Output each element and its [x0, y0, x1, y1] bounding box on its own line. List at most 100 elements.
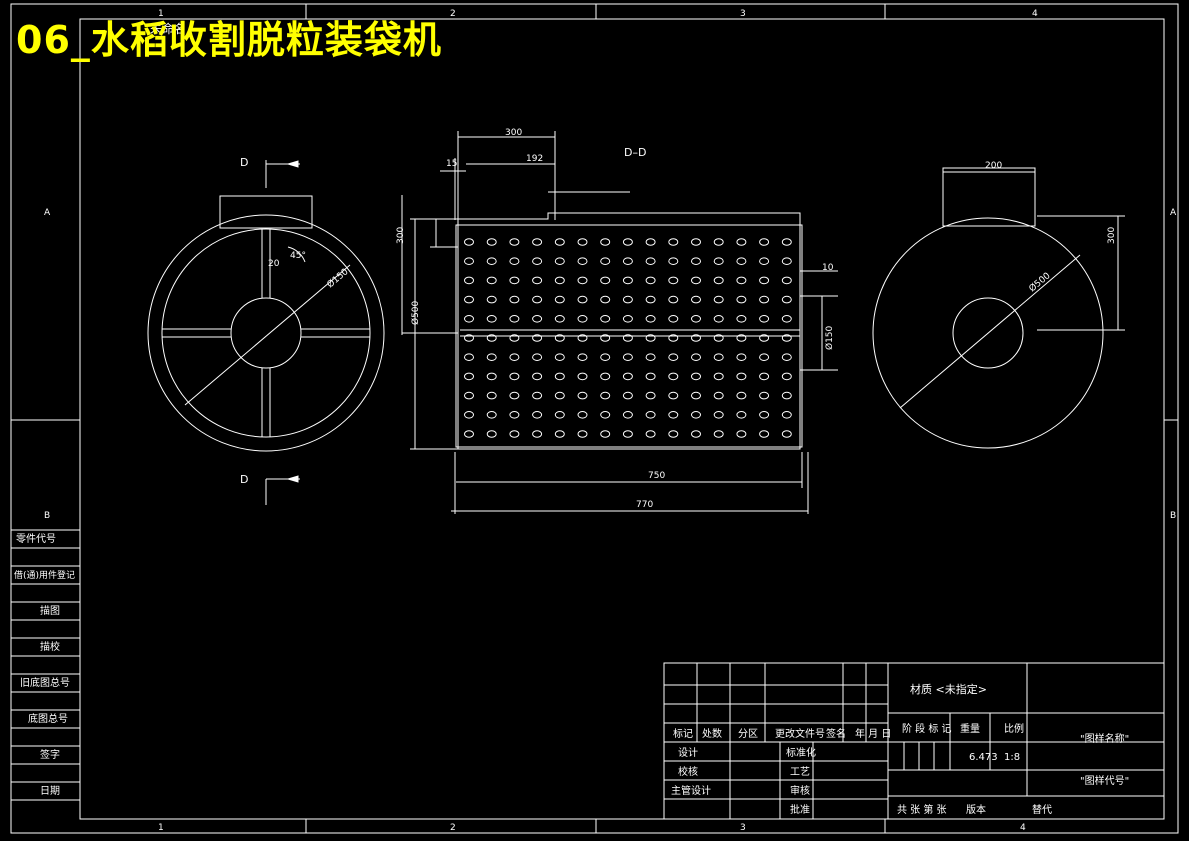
perforation-hole: [509, 372, 520, 381]
column-label-4b: 4: [1020, 823, 1026, 833]
perforation-hole: [577, 353, 588, 362]
dim-length-total: 770: [636, 500, 653, 510]
perforation-hole: [736, 315, 747, 323]
perforation-hole: [781, 315, 792, 323]
tb-sheets: 共 张 第 张: [897, 803, 947, 816]
sidebar-label-5: 底图总号: [28, 712, 68, 725]
tb-scale-h: 比例: [1004, 722, 1024, 735]
perforation-hole: [759, 315, 770, 323]
perforation-hole: [713, 391, 724, 400]
perforation-hole: [600, 295, 611, 304]
perforation-hole: [464, 315, 474, 323]
perforation-hole: [691, 430, 701, 438]
perforation-hole: [781, 276, 792, 285]
perforation-hole: [577, 257, 588, 266]
perforation-hole: [691, 276, 701, 285]
perforation-hole: [781, 334, 792, 342]
perforation-hole: [600, 430, 611, 438]
perforation-hole: [736, 238, 747, 246]
perforation-hole: [691, 295, 701, 304]
dim-dia-left: Ø150: [325, 266, 351, 290]
tb-header-1: 处数: [702, 727, 722, 740]
perforation-hole: [691, 315, 701, 323]
perforation-hole: [759, 372, 770, 381]
perforation-hole: [622, 295, 633, 304]
perforation-hole: [509, 315, 520, 323]
dim-offset: 15: [446, 159, 457, 169]
perforation-hole: [781, 430, 792, 438]
perforation-hole: [464, 411, 474, 419]
perforation-hole: [532, 315, 543, 323]
perforation-hole: [600, 391, 611, 400]
dim-dia-hub: Ø150: [824, 325, 835, 350]
perforation-hole: [713, 411, 724, 419]
dim-height-right: 300: [1107, 227, 1117, 244]
perforation-hole: [509, 257, 520, 266]
perforation-hole: [622, 238, 633, 246]
column-label-2b: 2: [450, 823, 456, 833]
sidebar-label-0: 零件代号: [16, 533, 56, 545]
perforation-hole: [532, 353, 543, 362]
sidebar-label-6: 签字: [40, 748, 60, 761]
tb-mid-0: 标准化: [786, 746, 816, 759]
section-mark-top: D: [240, 156, 248, 169]
perforation-hole: [691, 334, 701, 342]
perforation-hole: [759, 334, 770, 342]
sidebar-label-4: 旧底图总号: [20, 676, 70, 689]
perforation-hole: [645, 334, 656, 342]
sidebar-label-3: 描校: [40, 640, 60, 653]
perforation-hole: [532, 372, 543, 381]
perforation-hole: [464, 334, 474, 342]
tb-mid-1: 工艺: [790, 766, 810, 778]
column-label-1b: 1: [158, 823, 164, 833]
perforation-hole: [713, 238, 724, 246]
perforation-hole: [486, 391, 497, 400]
perforation-hole: [486, 334, 497, 342]
tb-mid-2: 审核: [790, 784, 810, 797]
tb-header-4: 签名: [826, 727, 846, 740]
perforation-hole: [668, 295, 679, 304]
tb-header-0: 标记: [673, 728, 693, 740]
tb-mid-3: 批准: [790, 803, 810, 816]
tb-header-2: 分区: [738, 728, 758, 740]
perforation-hole: [759, 238, 770, 246]
perforation-hole: [486, 430, 497, 438]
inner-border: [79, 18, 1165, 820]
perforation-hole: [554, 391, 565, 400]
perforation-hole: [600, 334, 611, 342]
perforation-hole: [464, 430, 474, 438]
perforation-hole: [668, 372, 679, 381]
perforation-hole: [554, 372, 565, 381]
perforation-hole: [509, 238, 520, 246]
perforation-hole: [577, 295, 588, 304]
right-view: [872, 167, 1125, 449]
perforation-hole: [577, 430, 588, 438]
sidebar-label-2: 描图: [40, 604, 60, 617]
perforation-hole: [622, 315, 633, 323]
perforation-hole: [668, 257, 679, 266]
perforation-hole: [691, 257, 701, 266]
perforation-hole: [600, 411, 611, 419]
perforation-hole: [645, 276, 656, 285]
dim-width-top: 300: [505, 128, 522, 138]
perforation-hole: [759, 257, 770, 266]
perforation-hole: [759, 430, 770, 438]
perforation-hole: [532, 276, 543, 285]
perforation-hole: [464, 276, 474, 285]
perforation-hole: [736, 391, 747, 400]
outer-border: [10, 3, 1179, 834]
perforation-hole: [486, 315, 497, 323]
perforation-hole: [577, 276, 588, 285]
tb-replace: 替代: [1032, 803, 1052, 816]
perforation-hole: [622, 411, 633, 419]
dim-length-inner: 750: [648, 471, 665, 481]
perforation-hole: [532, 238, 543, 246]
perforation-hole: [736, 372, 747, 381]
tb-drawing-name: "图样名称": [1080, 732, 1129, 745]
perforation-hole: [759, 276, 770, 285]
perforation-hole: [600, 257, 611, 266]
tb-role-0: 设计: [678, 746, 698, 759]
tb-version: 版本: [966, 803, 986, 816]
column-label-2: 2: [450, 9, 456, 19]
perforation-hole: [736, 295, 747, 304]
